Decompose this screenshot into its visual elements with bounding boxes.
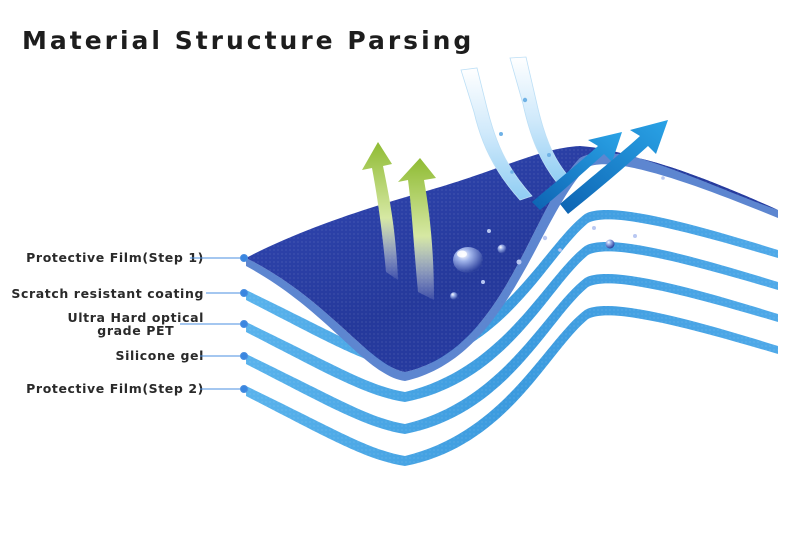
leader-lines [180, 254, 248, 393]
layer-label-protective-film-1: Protective Film(Step 1) [26, 250, 204, 265]
water-drop-icon [450, 176, 665, 300]
layer-label-scratch-resistant-coating: Scratch resistant coating [11, 286, 204, 301]
deflect-arrow-icon [532, 120, 668, 214]
page-title: Material Structure Parsing [22, 26, 475, 55]
steam-arrow-icon [362, 142, 436, 300]
layer-label-optical-pet: Ultra Hard optical grade PET [67, 310, 204, 338]
layer-sheet-1 [246, 146, 778, 381]
layer-label-protective-film-2: Protective Film(Step 2) [26, 381, 204, 396]
layer-label-silicone-gel: Silicone gel [115, 348, 204, 363]
